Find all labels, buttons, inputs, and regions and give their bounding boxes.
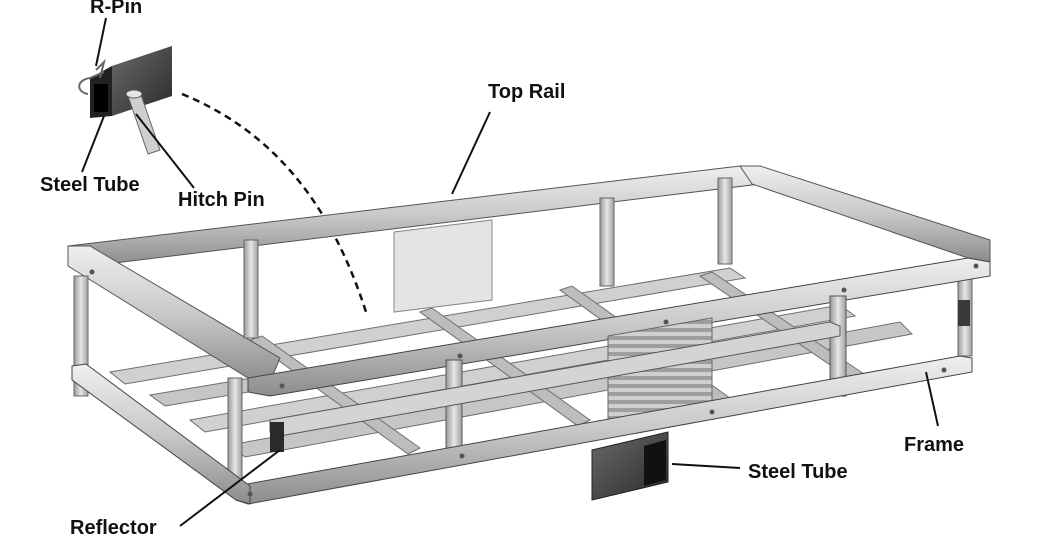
carrier-steel-tube-opening	[644, 440, 666, 486]
back-center-panel	[393, 219, 493, 313]
cargo-carrier	[67, 165, 991, 505]
bottom-frame-left	[71, 363, 251, 505]
leader-top-rail	[451, 111, 491, 195]
reflector-right-end	[958, 300, 970, 326]
rivets	[89, 263, 979, 497]
inset-hitch-assembly	[78, 46, 172, 155]
hitch-pin-head	[125, 89, 143, 99]
label-reflector: Reflector	[70, 517, 157, 539]
back-posts	[243, 177, 733, 339]
leader-reflector	[179, 449, 281, 527]
label-r-pin: R-Pin	[90, 0, 143, 18]
r-pin-loop	[78, 71, 105, 95]
inset-tube-opening	[94, 84, 108, 112]
leader-lines	[81, 17, 939, 527]
left-end-posts	[73, 275, 243, 483]
leader-r-pin	[95, 17, 107, 67]
top-rail-front	[247, 257, 991, 397]
leader-steel-tube-bottom	[671, 463, 741, 469]
leader-frame	[925, 371, 939, 427]
label-steel-tube-top: Steel Tube	[40, 174, 140, 196]
assembly-dashed-arrow	[181, 92, 368, 313]
top-rail-right-end	[739, 165, 991, 263]
label-frame: Frame	[904, 434, 965, 456]
label-hitch-pin: Hitch Pin	[178, 189, 265, 211]
label-steel-tube-bottom: Steel Tube	[748, 461, 848, 483]
inset-tube-side-face	[112, 46, 172, 116]
label-top-rail: Top Rail	[488, 81, 566, 103]
leader-hitch-pin	[135, 113, 195, 189]
r-pin-clip	[95, 58, 106, 79]
reflector-front-left	[270, 422, 284, 452]
leader-steel-tube-top	[81, 115, 105, 173]
